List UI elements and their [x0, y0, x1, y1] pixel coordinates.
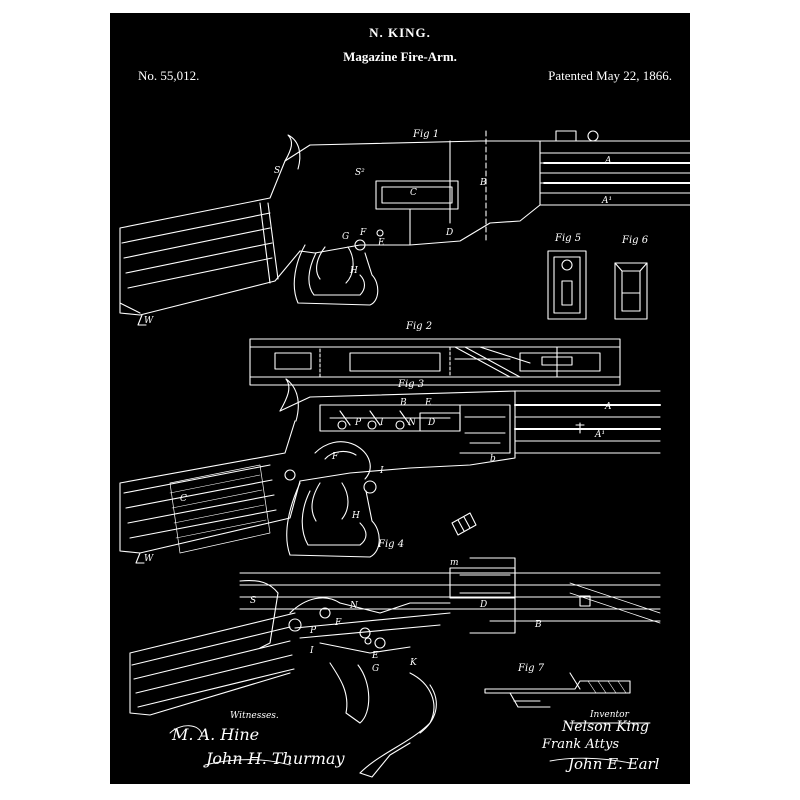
svg-text:A¹: A¹ [601, 196, 612, 206]
svg-text:H: H [351, 511, 360, 521]
inventor-label: Inventor [590, 710, 629, 720]
svg-text:F: F [334, 618, 342, 628]
figure-2-caption: Fig 2 [406, 321, 433, 332]
figure-5-drawing [547, 250, 587, 320]
svg-text:S: S [274, 166, 280, 176]
svg-text:I: I [379, 418, 384, 428]
svg-text:E: E [424, 398, 432, 408]
svg-text:I: I [379, 466, 384, 476]
svg-text:C: C [180, 494, 187, 504]
figure-1-caption: Fig 1 [413, 129, 440, 140]
svg-text:b: b [490, 454, 496, 464]
signature-flourishes [169, 722, 651, 766]
svg-text:D: D [427, 418, 435, 428]
witness-2-signature: John H. Thurmay [206, 749, 345, 768]
inventor-signature: Nelson King [562, 719, 650, 735]
patent-number: No. 55,012. [138, 68, 200, 83]
svg-text:F: F [359, 228, 367, 238]
figure-6-caption: Fig 6 [622, 235, 649, 246]
figure-6-drawing [614, 262, 648, 320]
svg-text:G: G [342, 232, 349, 242]
svg-text:A: A [604, 156, 612, 166]
svg-text:S²: S² [355, 168, 365, 178]
svg-text:C: C [410, 188, 417, 198]
svg-text:B: B [534, 620, 542, 630]
inventor-name: N. KING. [369, 25, 431, 40]
figure-7-drawing [484, 672, 631, 708]
svg-text:H: H [349, 266, 358, 276]
svg-text:P: P [354, 418, 362, 428]
svg-text:A: A [604, 402, 612, 412]
svg-text:P: P [309, 626, 317, 636]
svg-text:S: S [250, 596, 256, 606]
svg-text:A¹: A¹ [594, 430, 605, 440]
patent-date: Patented May 22, 1866. [548, 68, 672, 83]
svg-text:W: W [144, 554, 154, 564]
figure-4-drawing [129, 557, 661, 778]
svg-text:D: D [445, 228, 453, 238]
witness-1-signature: M. A. Hine [172, 725, 260, 744]
svg-text:W: W [144, 316, 154, 326]
figure-7-caption: Fig 7 [518, 663, 545, 674]
svg-text:E: E [371, 651, 379, 661]
attorney-signature: Frank Attys [542, 737, 619, 752]
patent-poster: N. KING. Magazine Fire-Arm. No. 55,012. … [110, 13, 690, 784]
svg-text:I: I [309, 646, 314, 656]
witnesses-label: Witnesses. [230, 711, 279, 721]
svg-text:m: m [450, 558, 459, 568]
svg-text:G: G [372, 664, 379, 674]
svg-text:F: F [331, 452, 339, 462]
figure-5-caption: Fig 5 [555, 233, 582, 244]
attorney-signature-2: John E. Earl [568, 755, 660, 773]
figure-1-drawing [119, 130, 690, 326]
svg-text:E: E [377, 238, 385, 248]
patent-title: Magazine Fire-Arm. [343, 49, 457, 64]
figure-3-drawing [119, 378, 661, 564]
figure-3-caption: Fig 3 [398, 379, 425, 390]
figure-2-drawing [249, 338, 621, 386]
svg-text:K: K [409, 658, 418, 668]
svg-text:N: N [349, 601, 359, 611]
figure-4-caption: Fig 4 [378, 539, 405, 550]
svg-text:B: B [479, 178, 487, 188]
svg-text:N: N [407, 418, 417, 428]
svg-text:B: B [399, 398, 407, 408]
svg-text:D: D [479, 600, 487, 610]
